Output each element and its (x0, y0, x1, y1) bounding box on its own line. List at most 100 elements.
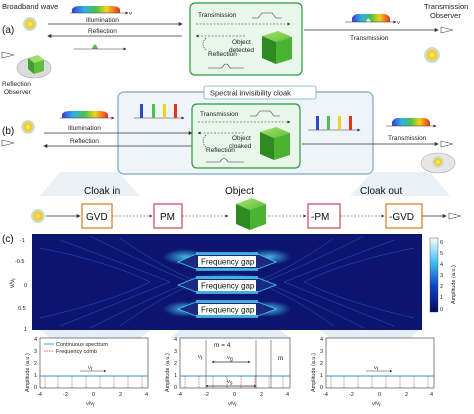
subplot-right-ylabel: Amplitude (a.u.) (311, 353, 317, 392)
transmission-observer-eye-b (440, 140, 454, 148)
frequency-gap-label-2: Frequency gap (201, 282, 255, 291)
svg-text:4: 4 (174, 337, 177, 343)
object-label-a-line2: detected (229, 47, 254, 54)
svg-text:-2: -2 (204, 392, 209, 398)
object-chain-label: Object (225, 186, 254, 197)
gvd-label: GVD (86, 212, 108, 223)
heatmap-caustics (39, 235, 415, 329)
svg-text:1: 1 (34, 373, 37, 379)
frequency-gap-label-3: Frequency gap (201, 306, 255, 315)
svg-text:4: 4 (34, 337, 37, 343)
subplot-middle-nu-r: νr (198, 354, 203, 362)
source-icon-chain (31, 209, 45, 223)
subplot-left-yticks: 4 3 2 1 0 (34, 337, 37, 391)
comb-in-spectrum-b (134, 104, 185, 120)
illumination-label-a: Illumination (86, 17, 119, 24)
subplot-middle-m-eq: m = 4 (214, 342, 231, 349)
legend-comb-label: Frequency comb (56, 349, 97, 355)
transmission-observer-label-line1: Transmission (424, 2, 468, 11)
svg-text:0: 0 (34, 385, 37, 391)
source-icon-b (21, 120, 35, 134)
subplot-left: νr (39, 337, 149, 389)
panel-c-letter: (c) (2, 234, 14, 245)
svg-text:4: 4 (145, 392, 148, 398)
subplot-middle-yticks: 4 3 2 1 0 (174, 337, 177, 391)
object-label-a-line1: Object (232, 39, 251, 46)
transmission-spectrum-a: ν (345, 14, 400, 26)
svg-text:-4: -4 (37, 392, 42, 398)
svg-text:4: 4 (440, 262, 443, 268)
svg-text:4: 4 (320, 337, 323, 343)
heatmap-ylabel: ν/νr (9, 278, 18, 288)
reflection-inner-label-b: Reflection (206, 147, 235, 154)
subplot-middle-xticks: -4 -2 0 2 4 (177, 392, 289, 398)
subplot-left-xlabel: ν/νr (86, 401, 95, 409)
heatmap-yticks: -1 -0.5 0 0.5 1 (15, 238, 27, 333)
transmission-observer-star-a (424, 47, 440, 63)
svg-text:1: 1 (24, 327, 27, 333)
illumination-spectrum-b (60, 111, 115, 120)
reflection-observer-label-line1: Reflection (2, 81, 31, 88)
cloak-out-funnel (350, 172, 450, 196)
svg-text:2: 2 (320, 361, 323, 367)
svg-text:4: 4 (286, 392, 289, 398)
subplot-middle-nu-s: νs (227, 379, 233, 387)
svg-text:3: 3 (320, 349, 323, 355)
svg-text:1: 1 (320, 373, 323, 379)
svg-text:νr: νr (88, 365, 93, 373)
cloak-in-label: Cloak in (84, 186, 120, 197)
subplot-middle (179, 337, 291, 389)
svg-text:0: 0 (440, 307, 443, 313)
colorbar (429, 237, 439, 313)
svg-text:2: 2 (174, 361, 177, 367)
subplot-right: νr (325, 337, 435, 389)
object-cube-b (260, 127, 290, 160)
gap-label-box-3 (198, 304, 256, 315)
svg-text:-2: -2 (349, 392, 354, 398)
reflection-label-b: Reflection (70, 138, 99, 145)
reflection-observer-icon (1, 51, 52, 79)
subplot-middle-ylabel: Amplitude (a.u.) (165, 353, 171, 392)
cloak-title-box (203, 85, 317, 100)
pm-box (153, 203, 183, 229)
svg-text:-2: -2 (63, 392, 68, 398)
transmission-label-b: Transmission (388, 135, 427, 142)
svg-text:0: 0 (320, 385, 323, 391)
subplot-right-xlabel: ν/νr (372, 401, 381, 409)
svg-text:2: 2 (405, 392, 408, 398)
transmission-inner-label-a: Transmission (198, 12, 237, 19)
subplot-right-xticks: -4 -2 0 2 4 (323, 392, 433, 398)
subplot-middle-nu-g: νg (227, 355, 233, 363)
source-icon-a (23, 17, 37, 31)
svg-text:ν/νr: ν/νr (9, 278, 18, 288)
neg-pm-label: -PM (311, 212, 329, 223)
svg-text:6: 6 (440, 240, 443, 246)
svg-text:3: 3 (174, 349, 177, 355)
cloak-in-funnel (40, 172, 140, 196)
illumination-spectrum-a: ν (70, 6, 132, 17)
colorbar-label: Amplitude (a.u.) (451, 265, 457, 304)
reflection-observer-eye-b (1, 139, 15, 147)
svg-text:ν: ν (129, 11, 132, 17)
cloak-title: Spectral invisibility cloak (210, 89, 291, 98)
chain-observer-eye (448, 212, 462, 220)
reflection-observer-label-line2: Observer (4, 89, 32, 96)
svg-text:4: 4 (430, 392, 433, 398)
transmission-inner-label-b: Transmission (200, 111, 239, 118)
panel-a-letter: (a) (2, 25, 14, 36)
svg-text:-0.5: -0.5 (15, 259, 24, 265)
svg-text:2: 2 (119, 392, 122, 398)
reflection-label-a: Reflection (88, 28, 117, 35)
object-label-b-line2: cloaked (229, 143, 252, 150)
object-label-b-line1: Object (232, 135, 251, 142)
svg-text:5: 5 (440, 251, 443, 257)
svg-text:-4: -4 (177, 392, 182, 398)
reflection-spectrum-a (74, 44, 127, 51)
transmission-label-a: Transmission (350, 35, 389, 42)
svg-text:0: 0 (24, 283, 27, 289)
gap-label-box-1 (198, 256, 256, 267)
svg-text:2: 2 (440, 284, 443, 290)
subplot-middle-xlabel: ν/νr (228, 401, 237, 409)
svg-text:1: 1 (174, 373, 177, 379)
